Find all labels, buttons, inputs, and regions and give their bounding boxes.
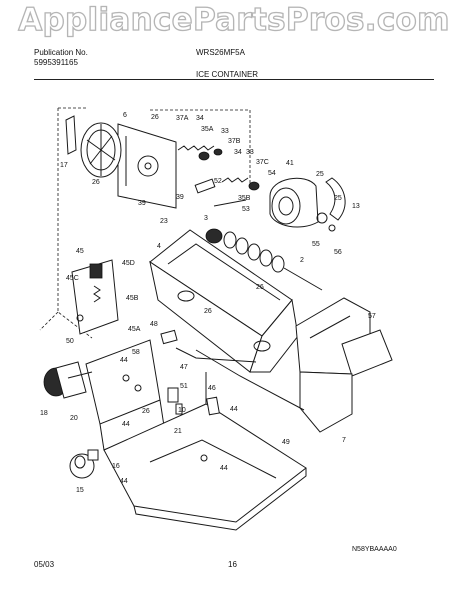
callout: 52 [214,178,222,185]
detail-bracket [71,259,119,335]
callout: 33 [221,128,229,135]
publication-number: 5995391165 [34,58,78,67]
callout: 37C [256,159,269,166]
callout: 55 [312,241,320,248]
callout: 34 [196,115,204,122]
callout: 56 [334,249,342,256]
callout: 35B [238,195,251,202]
callout: 44 [220,465,228,472]
callout: 44 [120,357,128,364]
callout: 20 [70,415,78,422]
callout: 39 [138,200,146,207]
header-rule [34,79,434,80]
callout: 45D [122,260,135,267]
callout: 49 [282,439,290,446]
callout: 18 [40,410,48,417]
callout: 26 [204,308,212,315]
callout: 2 [300,257,304,264]
callout: 34 [234,149,242,156]
callout: 58 [132,349,140,356]
callout: 57 [368,313,376,320]
callout: 3 [204,215,208,222]
callout: 26 [92,179,100,186]
light-bulb [69,449,99,479]
motor-plate [117,123,177,209]
callout: 26 [142,408,150,415]
auger-spring [205,228,323,291]
model-number: WRS26MF5A [196,48,245,57]
callout: 51 [180,383,188,390]
callout: 50 [66,338,74,345]
callout: 48 [150,321,158,328]
callout: 54 [268,170,276,177]
callout: 37A [176,115,189,122]
callout: 25 [316,171,324,178]
linkage-parts [177,145,260,207]
callout: 25 [334,195,342,202]
callout: 45B [126,295,139,302]
callout: 39 [176,194,184,201]
watermark: AppliancePartsPros.com [18,1,450,38]
ice-bucket [149,229,299,373]
page-number: 16 [228,560,237,569]
callout: 41 [286,160,294,167]
callout: 37B [228,138,241,145]
callout: 44 [120,478,128,485]
base-tray [103,372,307,531]
auger-motor [269,177,346,232]
callout: 13 [352,203,360,210]
callout: 47 [180,364,188,371]
publication-label: Publication No. [34,48,88,57]
callout: 17 [60,162,68,169]
callout: 26 [256,284,264,291]
dispenser-housing [295,297,393,433]
callout-labels: 6 26 37A 34 35A 33 37B 34 33 37C 54 41 2… [40,112,397,553]
callout: 35A [201,126,214,133]
callout: 46 [208,385,216,392]
callout: 15 [76,487,84,494]
footer-date: 05/03 [34,560,55,569]
callout: 44 [230,406,238,413]
callout: 45A [128,326,141,333]
callout: 26 [151,114,159,121]
actuator-arm [195,349,305,416]
drive-motor [43,361,93,399]
callout: 45 [76,248,84,255]
callout: 6 [123,112,127,119]
control-bracket [85,329,257,451]
diagram-code: N58YBAAAA0 [352,546,397,553]
fan-blade [65,115,122,178]
callout: 53 [242,206,250,213]
callout: 23 [160,218,168,225]
callout: 10 [178,407,186,414]
section-title: ICE CONTAINER [196,70,259,79]
callout: 16 [112,463,120,470]
callout: 4 [157,243,161,250]
callout: 44 [122,421,130,428]
callout: 45C [66,275,79,282]
callout: 21 [174,428,182,435]
callout: 7 [342,437,346,444]
callout: 33 [246,149,254,156]
